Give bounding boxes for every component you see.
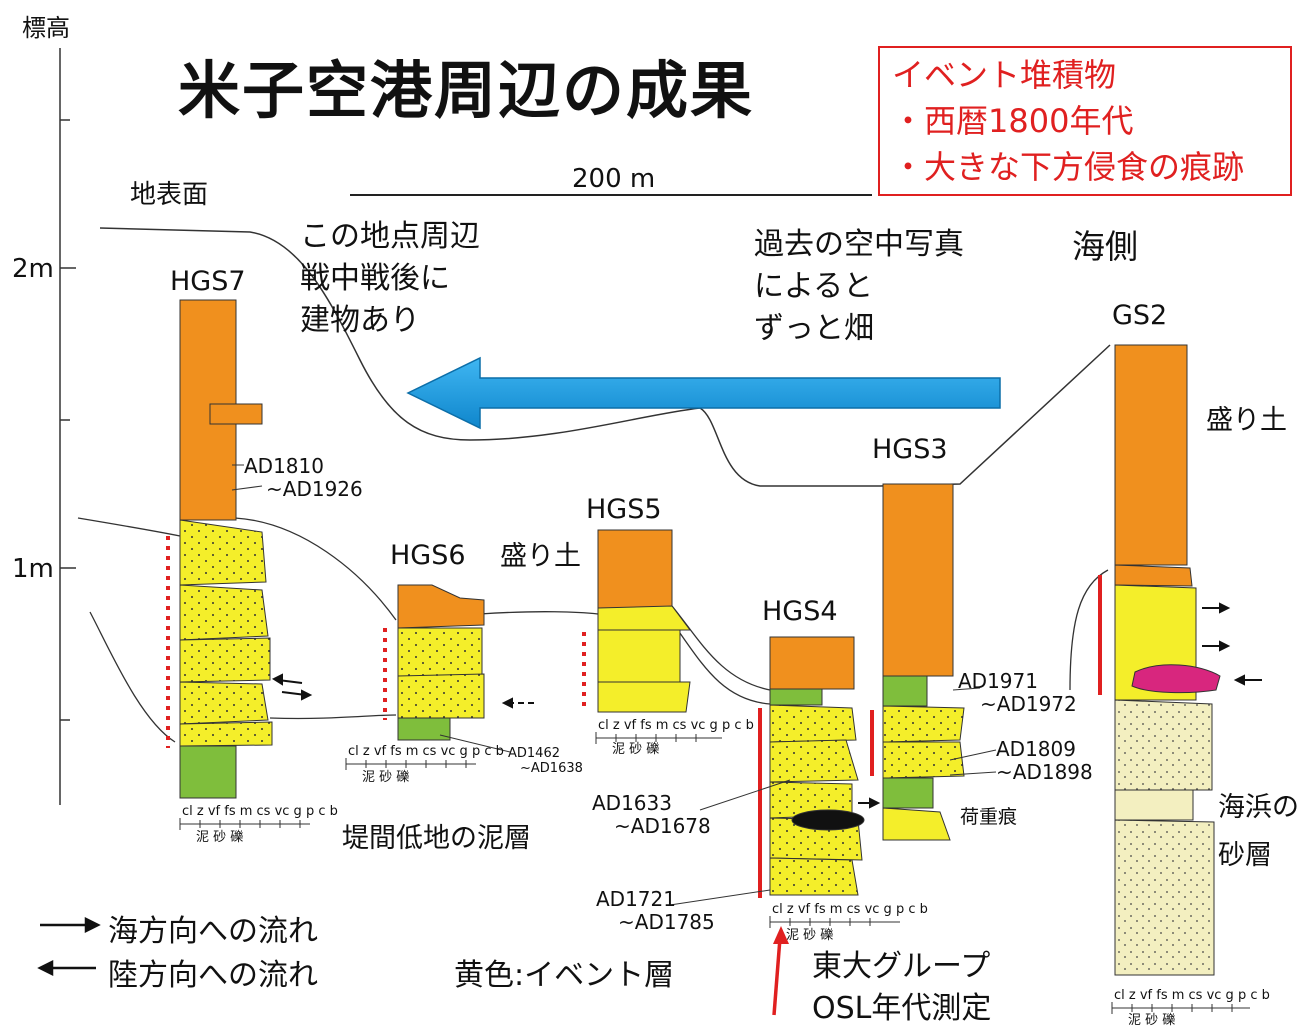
- age-hgs7: AD1810 ~AD1926: [244, 455, 363, 501]
- osl-label-line2: OSL年代測定: [812, 991, 992, 1026]
- axis-tick-1m: 1m: [12, 554, 54, 584]
- column-label-hgs4: HGS4: [762, 596, 838, 627]
- age-hgs4-mid-from: AD1633: [592, 791, 672, 815]
- age-hgs7-to: ~AD1926: [266, 477, 363, 501]
- age-hgs4-mid-to: ~AD1678: [614, 814, 711, 838]
- age-hgs4-low: AD1721 ~AD1785: [596, 888, 715, 934]
- note-aerial-photos: 過去の空中写真 によると ずっと畑: [754, 224, 964, 350]
- age-hgs3-mid-to: ~AD1898: [996, 760, 1093, 784]
- osl-label-line1: 東大グループ: [812, 949, 991, 984]
- fill-label-gs2: 盛り土: [1206, 405, 1287, 436]
- load-cast-label: 荷重痕: [960, 806, 1018, 828]
- axis-tick-2m: 2m: [12, 254, 54, 284]
- column-hgs6: [383, 584, 485, 741]
- mud-layer-label: 堤間低地の泥層: [342, 823, 531, 854]
- page-title: 米子空港周辺の成果: [178, 54, 755, 127]
- column-label-hgs6: HGS6: [390, 540, 466, 571]
- age-hgs6-from: AD1462: [508, 746, 560, 761]
- note-buildings: この地点周辺 戦中戦後に 建物あり: [300, 216, 480, 342]
- grain-codes-hgs6: cl z vf fs m cs vc g p c b: [348, 744, 504, 759]
- legend-arrows: [37, 916, 101, 977]
- age-hgs3-mid-from: AD1809: [996, 737, 1076, 761]
- blue-flow-arrow: [406, 356, 1001, 430]
- column-label-gs2: GS2: [1112, 300, 1168, 331]
- note-photos-line3: ずっと畑: [754, 311, 874, 346]
- grain-scales: [179, 732, 1250, 1014]
- age-hgs6: AD1462 ~AD1638: [508, 746, 583, 776]
- age-hgs3-top-from: AD1971: [958, 669, 1038, 693]
- axis-title: 標高: [22, 14, 70, 42]
- column-gs2: [1098, 344, 1221, 976]
- grain-groups-hgs7: 泥 砂 礫: [196, 830, 244, 845]
- elevation-axis: [59, 48, 76, 805]
- column-hgs3: [870, 483, 965, 841]
- note-buildings-line1: この地点周辺: [300, 219, 480, 254]
- surface-label: 地表面: [130, 180, 209, 210]
- age-hgs4-low-to: ~AD1785: [618, 910, 715, 934]
- grain-groups-gs2: 泥 砂 礫: [1128, 1013, 1176, 1028]
- event-box-line1: ・西暦1800年代: [892, 102, 1134, 140]
- event-deposits-box: イベント堆積物 ・西暦1800年代 ・大きな下方侵食の痕跡: [878, 46, 1292, 196]
- column-label-hgs3: HGS3: [872, 434, 948, 465]
- note-photos-line1: 過去の空中写真: [754, 227, 964, 262]
- beach-sand-line1: 海浜の: [1218, 792, 1299, 823]
- osl-label: 東大グループ OSL年代測定: [812, 946, 991, 1030]
- column-hgs7: [166, 299, 273, 799]
- age-hgs3-top-to: ~AD1972: [980, 692, 1077, 716]
- age-hgs4-low-from: AD1721: [596, 887, 676, 911]
- age-hgs3-top: AD1971 ~AD1972: [958, 670, 1077, 716]
- column-label-hgs7: HGS7: [170, 266, 246, 297]
- legend-yellow: 黄色:イベント層: [454, 958, 675, 993]
- osl-arrow: [772, 926, 789, 1016]
- grain-codes-hgs7: cl z vf fs m cs vc g p c b: [182, 804, 338, 819]
- grain-codes-gs2: cl z vf fs m cs vc g p c b: [1114, 988, 1270, 1003]
- grain-groups-hgs6: 泥 砂 礫: [362, 770, 410, 785]
- grain-codes-hgs4: cl z vf fs m cs vc g p c b: [772, 902, 928, 917]
- note-sea-side: 海側: [1072, 227, 1138, 266]
- legend-landward: 陸方向への流れ: [108, 958, 318, 993]
- fill-label-hgs5: 盛り土: [500, 541, 581, 572]
- note-photos-line2: によると: [754, 269, 874, 304]
- age-hgs4-mid: AD1633 ~AD1678: [592, 792, 711, 838]
- note-buildings-line3: 建物あり: [300, 303, 420, 338]
- column-hgs5: [582, 529, 691, 713]
- age-hgs7-from: AD1810: [244, 454, 324, 478]
- age-hgs6-to: ~AD1638: [520, 761, 583, 776]
- beach-sand-label: 海浜の 砂層: [1218, 784, 1299, 880]
- age-hgs3-mid: AD1809 ~AD1898: [996, 738, 1093, 784]
- event-box-line2: ・大きな下方侵食の痕跡: [892, 148, 1245, 186]
- grain-groups-hgs4: 泥 砂 礫: [786, 928, 834, 943]
- column-label-hgs5: HGS5: [586, 494, 662, 525]
- note-buildings-line2: 戦中戦後に: [300, 261, 450, 296]
- grain-codes-hgs5: cl z vf fs m cs vc g p c b: [598, 718, 754, 733]
- beach-sand-line2: 砂層: [1218, 840, 1272, 871]
- flow-arrows: [271, 602, 1262, 809]
- event-box-heading: イベント堆積物: [892, 56, 1117, 94]
- legend-seaward: 海方向への流れ: [108, 914, 318, 949]
- grain-groups-hgs5: 泥 砂 礫: [612, 742, 660, 757]
- scale-label: 200 m: [572, 164, 656, 194]
- age-leader-lines: [231, 464, 997, 906]
- ground-surface-line: [99, 227, 1111, 487]
- column-hgs4: [758, 636, 865, 898]
